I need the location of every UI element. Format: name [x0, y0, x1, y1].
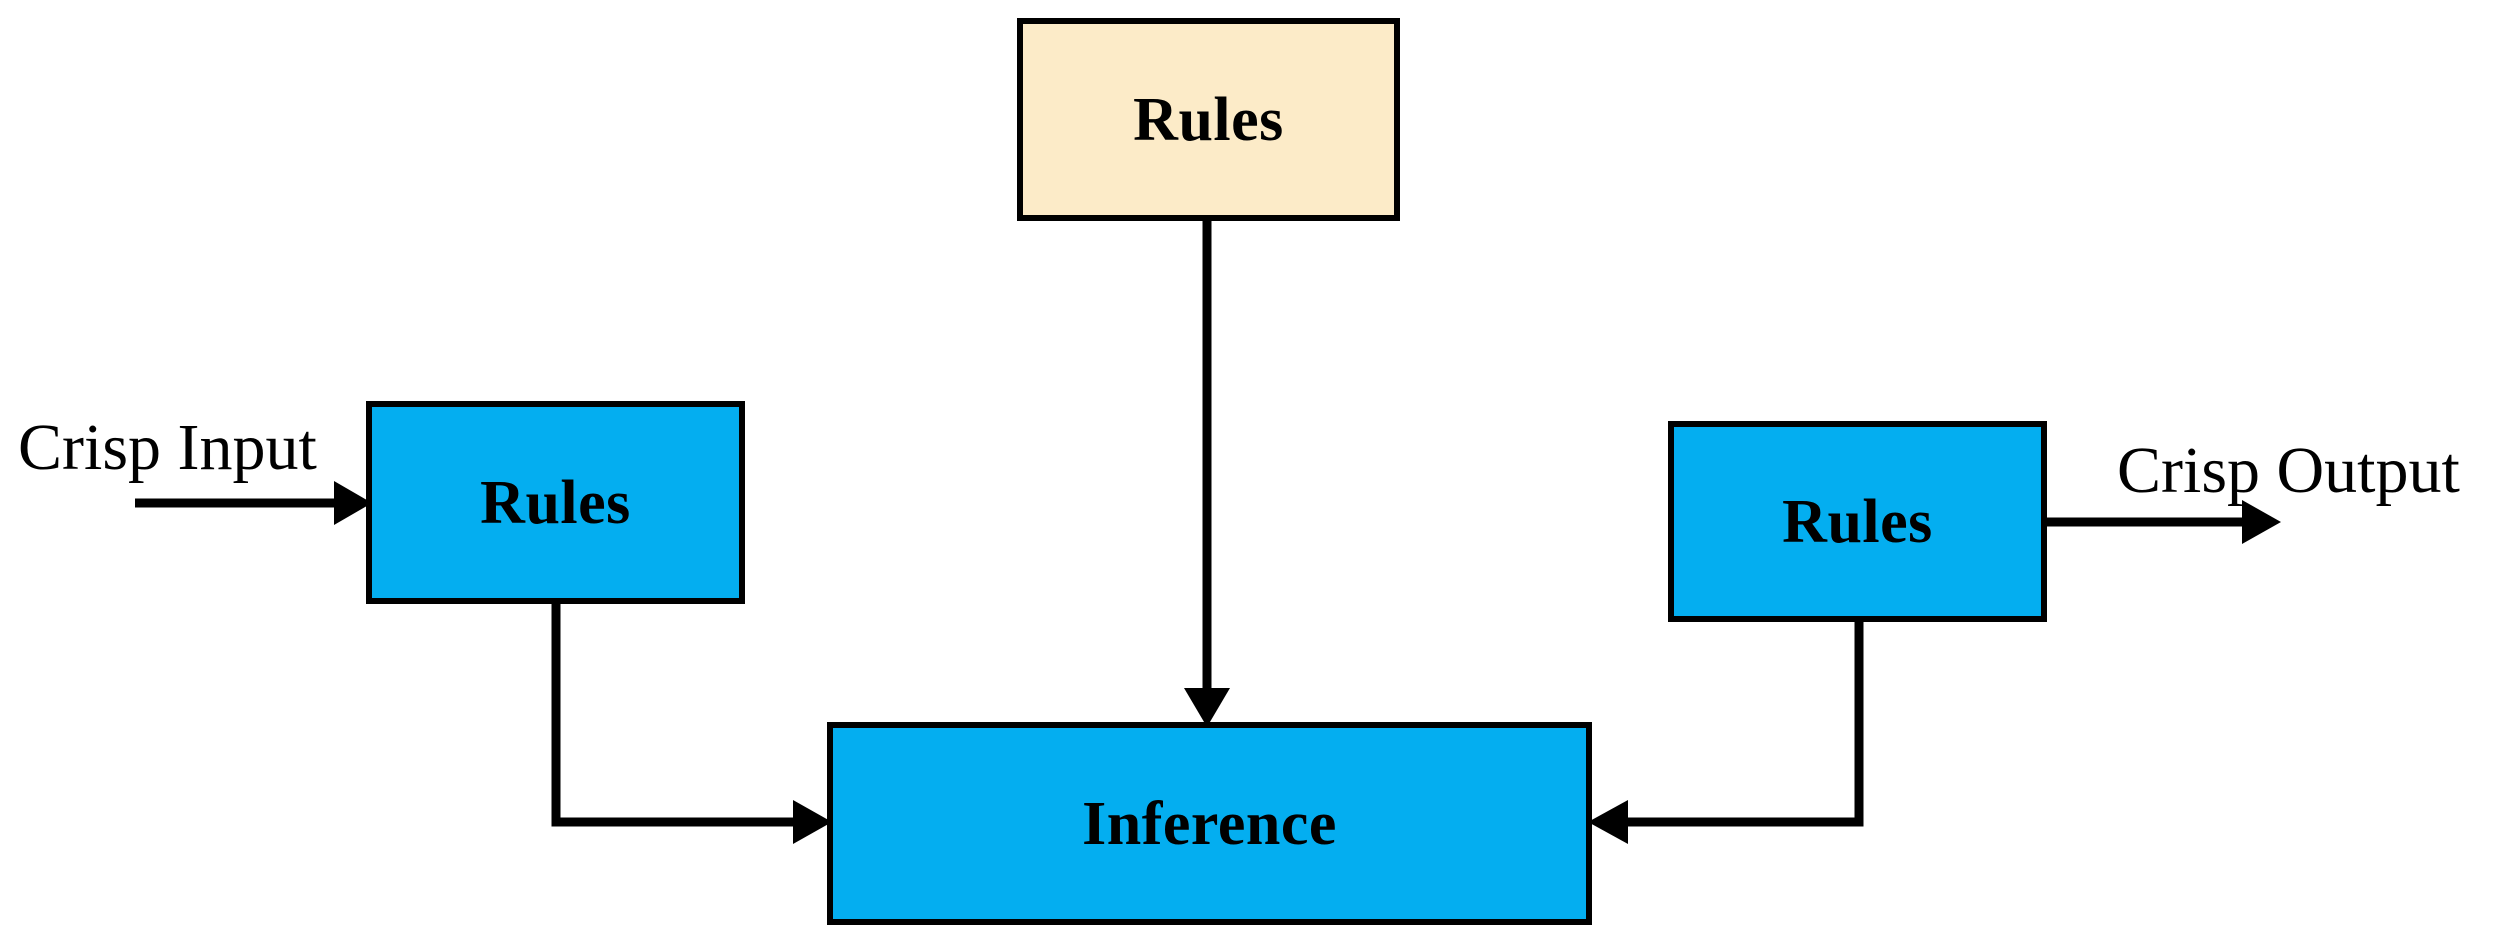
node-inference[interactable]: Inference	[827, 722, 1592, 925]
node-rules-left[interactable]: Rules	[366, 401, 745, 604]
label-crisp-output: Crisp Output	[2117, 434, 2460, 507]
edge-rules-left-to-inference	[551, 604, 832, 844]
node-rules-right-label: Rules	[1782, 487, 1933, 556]
edge-rules-top-to-inference	[1184, 221, 1230, 727]
node-inference-label: Inference	[1082, 789, 1337, 858]
node-rules-top[interactable]: Rules	[1017, 18, 1400, 221]
edge-rules-right-to-inference	[1588, 622, 1864, 844]
label-crisp-input: Crisp Input	[18, 411, 317, 484]
node-rules-top-label: Rules	[1133, 85, 1284, 154]
edge-input-to-rules-left	[135, 481, 372, 525]
node-rules-right[interactable]: Rules	[1668, 421, 2047, 622]
node-rules-left-label: Rules	[480, 468, 631, 537]
